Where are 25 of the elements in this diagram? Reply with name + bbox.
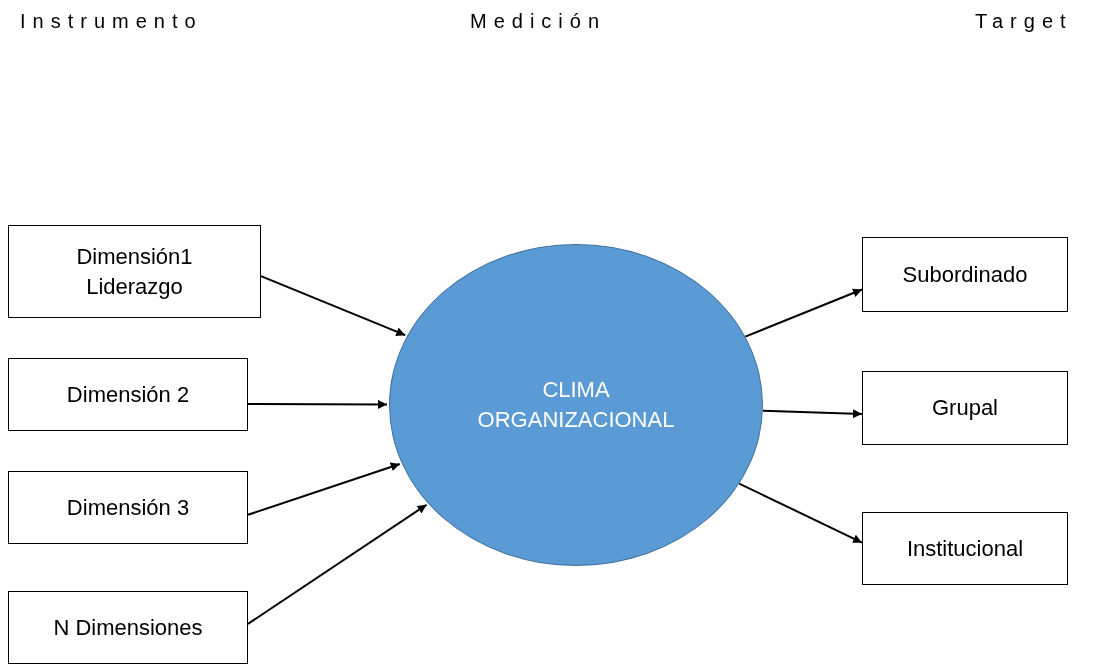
process-box [862,512,1068,585]
node-text: N Dimensiones [53,613,203,642]
node-text: Dimensión 3 [66,493,190,522]
node-text: Dimensión1 Liderazgo [75,242,194,301]
arrow [744,288,863,338]
node-text: CLIMA ORGANIZACIONAL [476,376,676,434]
process-box [8,471,248,544]
node-text: Grupal [931,394,998,423]
process-box [8,591,248,664]
node-text: Subordinado [902,260,1028,289]
process-box [862,371,1068,445]
node-text: Institucional [906,534,1024,563]
column-heading: Target [975,10,1073,33]
process-box [8,358,248,431]
arrow [738,482,863,544]
column-heading: Instrumento [20,10,203,33]
process-box [8,225,261,318]
arrow [761,409,863,419]
arrow [247,503,428,625]
arrow [247,462,401,516]
arrow [260,275,407,337]
node-text: Dimensión 2 [66,380,190,409]
arrow [247,399,388,409]
process-box [862,237,1068,312]
column-heading: Medición [470,10,607,33]
